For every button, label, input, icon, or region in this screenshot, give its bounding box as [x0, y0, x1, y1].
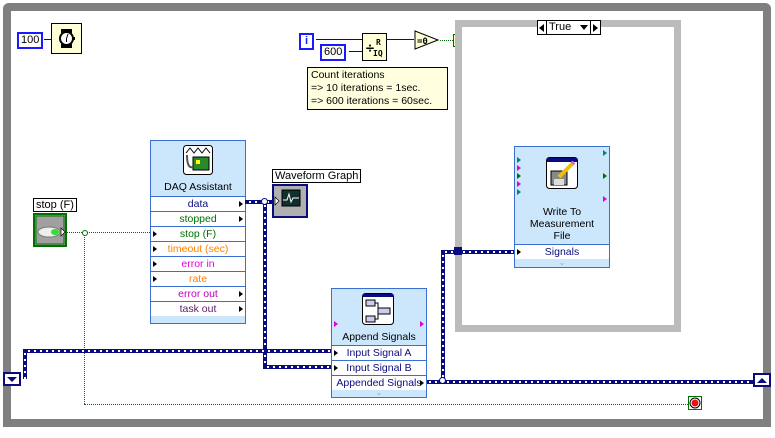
expand-icon[interactable]: ⌄ [375, 388, 383, 397]
daq-assistant-icon [183, 145, 213, 175]
write-file-icon [546, 157, 578, 189]
terminal-data[interactable]: data [151, 196, 245, 211]
svg-text:IQ: IQ [373, 49, 383, 58]
daq-assistant-node[interactable]: DAQ Assistant data stopped stop (F) time… [150, 140, 246, 324]
wire[interactable] [263, 201, 267, 366]
waveform-graph-icon [274, 189, 301, 207]
wire[interactable] [24, 349, 331, 353]
while-loop-border-right[interactable] [763, 3, 771, 427]
wire[interactable] [441, 250, 515, 254]
expand-icon[interactable]: ⌄ [558, 258, 566, 267]
while-loop-border-top[interactable] [3, 3, 771, 11]
write-to-measurement-file-node[interactable]: Write To Measurement File Signals ⌄ [514, 146, 610, 268]
wire[interactable] [67, 232, 150, 233]
wire[interactable] [263, 365, 331, 369]
wait-ms-function[interactable] [51, 23, 82, 54]
next-case-icon[interactable] [593, 24, 598, 32]
append-signals-icon [362, 293, 394, 325]
stop-control-terminal[interactable] [33, 213, 67, 247]
wire[interactable] [44, 39, 51, 40]
comment-line: => 600 iterations = 60sec. [311, 95, 433, 107]
comment-line: Count iterations [311, 69, 385, 81]
wire-junction [82, 230, 88, 236]
terminal-task-out[interactable]: task out [151, 301, 245, 316]
terminal-stop[interactable]: stop (F) [151, 226, 245, 241]
quotient-remainder-icon: ÷ R IQ [365, 38, 383, 58]
wait-ms-constant[interactable]: 100 [17, 32, 44, 49]
comment-box: Count iterations => 10 iterations = 1sec… [307, 67, 448, 110]
case-selector[interactable]: True [537, 20, 601, 35]
wire[interactable] [316, 39, 362, 40]
wire[interactable] [440, 40, 453, 41]
append-signals-node[interactable]: Append Signals Input Signal A Input Sign… [331, 288, 427, 398]
divisor-constant[interactable]: 600 [320, 44, 347, 61]
svg-text:R: R [376, 38, 381, 47]
shift-register-up-icon [757, 378, 767, 383]
wire-junction [439, 377, 446, 384]
case-selector-value: True [549, 21, 572, 33]
wire[interactable] [84, 232, 85, 404]
case-tunnel[interactable] [454, 247, 462, 255]
chevron-down-icon[interactable] [580, 25, 588, 30]
terminal-input-signal-a[interactable]: Input Signal A [332, 345, 426, 360]
while-loop-border-bottom[interactable] [3, 419, 771, 427]
terminal-signals[interactable]: Signals [515, 244, 609, 259]
wire-junction [261, 198, 268, 205]
terminal-rate[interactable]: rate [151, 271, 245, 286]
quotient-remainder-function[interactable]: ÷ R IQ [362, 33, 387, 61]
wire[interactable] [441, 251, 445, 381]
append-signals-title: Append Signals [342, 331, 416, 343]
svg-text:÷: ÷ [365, 41, 375, 55]
stop-control-label: stop (F) [33, 198, 77, 212]
equal-to-zero-function[interactable]: =0 [414, 30, 440, 50]
waveform-graph-label: Waveform Graph [272, 169, 362, 183]
wire[interactable] [84, 404, 688, 405]
shift-register-down-icon [7, 377, 17, 382]
terminal-error-in[interactable]: error in [151, 256, 245, 271]
terminal-error-out[interactable]: error out [151, 286, 245, 301]
wire[interactable] [349, 51, 362, 52]
wire[interactable] [425, 380, 757, 384]
stop-condition-icon [689, 397, 701, 409]
wire[interactable] [386, 39, 414, 40]
previous-case-icon[interactable] [539, 24, 544, 32]
iteration-terminal[interactable]: i [299, 33, 314, 50]
comment-line: => 10 iterations = 1sec. [311, 82, 421, 94]
loop-condition-terminal[interactable] [688, 396, 702, 410]
daq-assistant-title: DAQ Assistant [164, 181, 232, 193]
wire[interactable] [245, 200, 272, 204]
write-file-title: Write To Measurement File [529, 206, 595, 242]
terminal-input-signal-b[interactable]: Input Signal B [332, 360, 426, 375]
shift-register-left[interactable] [3, 372, 21, 386]
wait-ms-icon [59, 29, 75, 48]
shift-register-right[interactable] [753, 373, 771, 387]
while-loop-border-left[interactable] [3, 3, 11, 427]
terminal-stopped[interactable]: stopped [151, 211, 245, 226]
wire[interactable] [23, 349, 27, 379]
boolean-button-icon [35, 215, 66, 245]
equal-zero-label: =0 [417, 37, 428, 47]
waveform-graph-terminal[interactable] [272, 184, 308, 218]
terminal-timeout[interactable]: timeout (sec) [151, 241, 245, 256]
terminal-appended-signals[interactable]: Appended Signals [332, 375, 426, 390]
